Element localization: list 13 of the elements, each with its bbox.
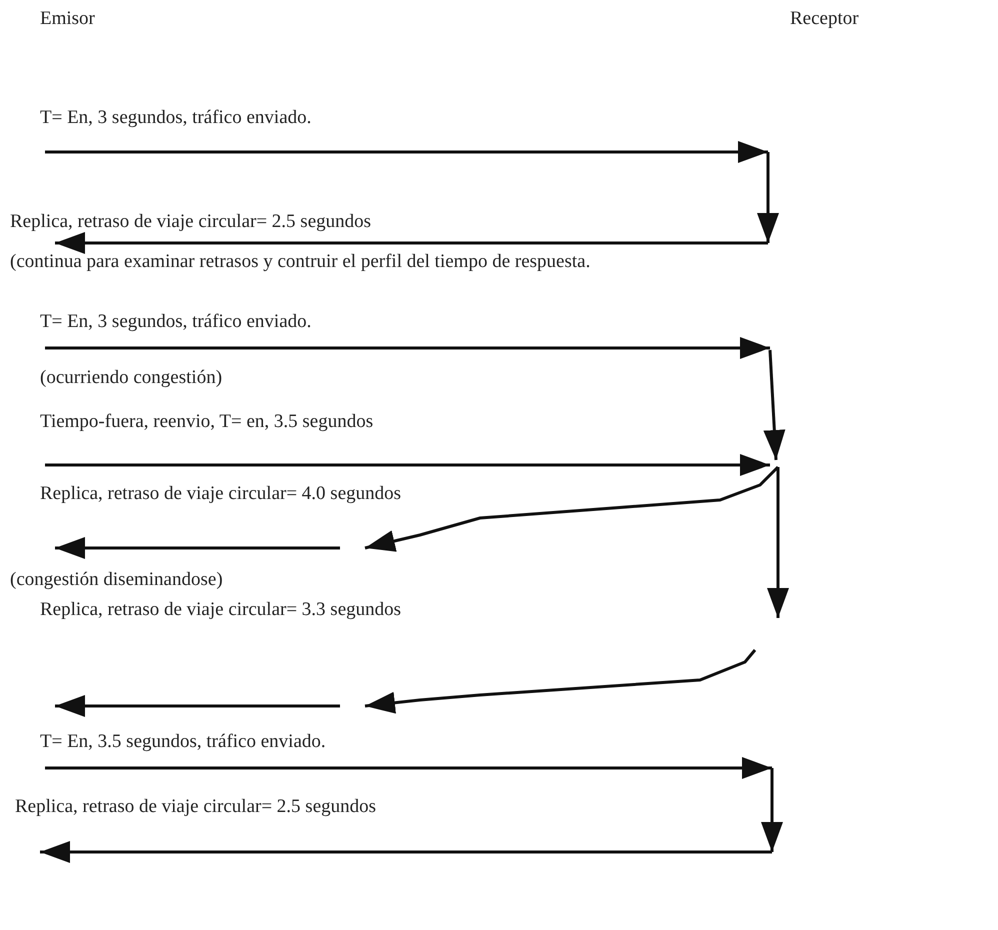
- message-label: T= En, 3 segundos, tráfico enviado.: [40, 311, 312, 333]
- message-label: Replica, retraso de viaje circular= 2.5 segundos: [10, 211, 372, 233]
- message-label: T= En, 3.5 segundos, tráfico enviado.: [40, 731, 326, 753]
- message-label: Replica, retraso de viaje circular= 3.3 segundos: [40, 599, 402, 621]
- message-label: (congestión diseminandose): [10, 569, 223, 591]
- column-heading: Emisor: [40, 8, 95, 30]
- message-label: Replica, retraso de viaje circular= 2.5 segundos: [15, 796, 376, 818]
- message-label: (continua para examinar retrasos y contruir el perfil del tiempo de respuesta.: [10, 251, 590, 273]
- message-label: Tiempo-fuera, reenvio, T= en, 3.5 segundos: [40, 411, 374, 433]
- message-label: Replica, retraso de viaje circular= 4.0 segundos: [40, 483, 402, 505]
- column-heading: Receptor: [790, 8, 859, 30]
- message-label: T= En, 3 segundos, tráfico enviado.: [40, 107, 312, 129]
- message-label: (ocurriendo congestión): [40, 367, 222, 389]
